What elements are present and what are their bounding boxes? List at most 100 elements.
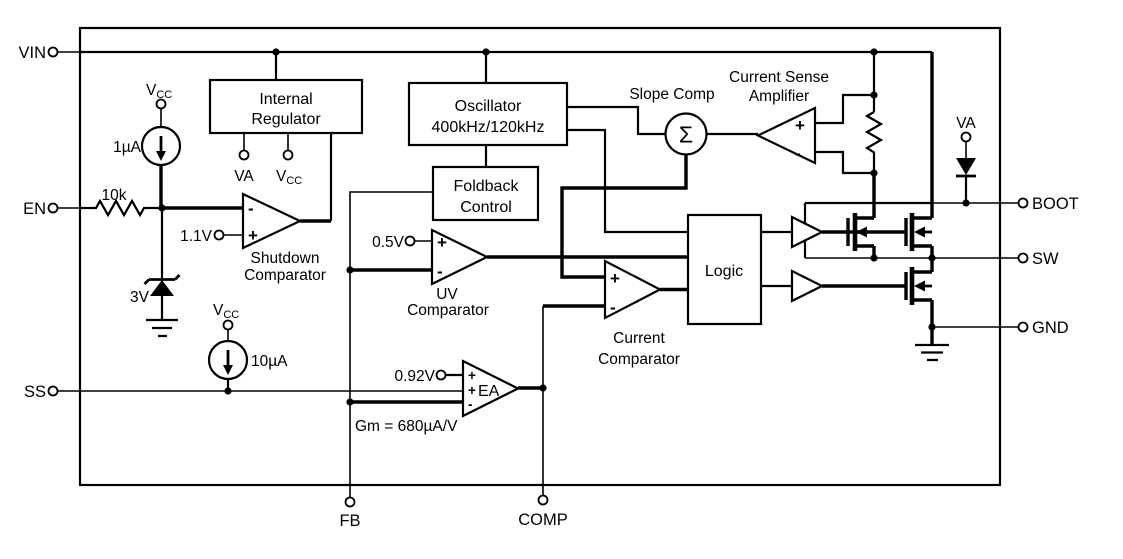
minus-sign: - bbox=[610, 298, 616, 317]
zener-cathode-bar bbox=[143, 274, 181, 285]
sense-amp-triangle bbox=[755, 106, 817, 165]
summer-circle-icon bbox=[664, 112, 708, 156]
high-side-mosfet-2 bbox=[904, 213, 932, 251]
foldback-line2: Control bbox=[460, 199, 512, 216]
ref-terminal-icon bbox=[435, 369, 447, 381]
current-sense-amplifier: + - Current Sense Amplifier bbox=[729, 69, 829, 165]
logic-block: Logic bbox=[686, 213, 763, 326]
junction-dot bbox=[346, 398, 354, 406]
plus-sign: + bbox=[795, 116, 805, 135]
pin-gnd-label: GND bbox=[1032, 319, 1069, 337]
vcc-label: VCC bbox=[276, 168, 302, 187]
boot-diode: VA bbox=[956, 115, 976, 178]
minus-sign: - bbox=[437, 262, 443, 281]
vcc-label: VCC bbox=[213, 302, 239, 321]
ref-terminal-icon bbox=[404, 235, 416, 247]
plus-sign: + bbox=[248, 226, 258, 245]
junction-dot bbox=[482, 48, 490, 56]
junction-dot bbox=[928, 254, 936, 262]
pin-comp: COMP bbox=[518, 494, 568, 529]
junction-dot bbox=[928, 323, 936, 331]
zener-value: 3V bbox=[130, 289, 150, 306]
plus-sign: + bbox=[437, 233, 447, 252]
va-label: VA bbox=[234, 168, 254, 185]
pin-comp-label: COMP bbox=[518, 511, 568, 529]
current-source-circle-icon bbox=[207, 339, 249, 381]
resistor-zigzag bbox=[80, 198, 162, 218]
pin-terminal-icon bbox=[344, 496, 356, 508]
junction-dot bbox=[870, 91, 878, 99]
junction-dot bbox=[346, 266, 354, 274]
internal-regulator-box bbox=[208, 78, 364, 135]
high-side-driver bbox=[790, 215, 825, 249]
slope-comp-label: Slope Comp bbox=[629, 86, 714, 103]
va-terminal-icon bbox=[238, 149, 250, 161]
junction-dot bbox=[870, 254, 878, 262]
pin-terminal-icon bbox=[1017, 197, 1029, 209]
sigma-icon: Σ bbox=[679, 122, 693, 148]
zener-triangle-icon bbox=[150, 280, 174, 296]
zener-3v: 3V bbox=[130, 274, 181, 306]
pin-terminal-icon bbox=[537, 494, 549, 506]
junction-dot bbox=[870, 169, 878, 177]
gm-label: Gm = 680µA/V bbox=[355, 418, 458, 435]
logic-box bbox=[686, 213, 763, 326]
low-side-driver bbox=[790, 269, 825, 303]
vcc-terminal-icon bbox=[222, 319, 234, 331]
uv-label-line1: UV bbox=[436, 286, 458, 303]
pin-fb-label: FB bbox=[339, 512, 360, 530]
pin-sw-label: SW bbox=[1032, 250, 1059, 268]
pin-terminal-icon bbox=[47, 202, 59, 214]
internal-regulator-line2: Regulator bbox=[251, 111, 321, 128]
minus-sign: - bbox=[795, 144, 801, 163]
vcc-terminal-icon bbox=[282, 149, 294, 161]
ground-icon bbox=[146, 318, 178, 338]
pin-boot-label: BOOT bbox=[1032, 195, 1079, 213]
pin-fb: FB bbox=[339, 496, 361, 530]
current-source-arrowhead bbox=[223, 365, 233, 375]
oscillator-line2: 400kHz/120kHz bbox=[432, 119, 545, 136]
shutdown-label-line2: Comparator bbox=[244, 267, 326, 284]
foldback-control-block: Foldback Control bbox=[431, 165, 540, 222]
foldback-line1: Foldback bbox=[454, 178, 520, 195]
shutdown-comparator-triangle bbox=[241, 192, 303, 250]
pin-terminal-icon bbox=[47, 385, 59, 397]
junction-dot bbox=[539, 384, 547, 392]
pin-en-label: EN bbox=[23, 200, 46, 218]
pin-terminal-icon bbox=[47, 46, 59, 58]
ground-symbol-en bbox=[146, 318, 178, 338]
summing-node: Σ Slope Comp bbox=[629, 86, 715, 156]
pin-terminal-icon bbox=[1017, 252, 1029, 264]
plus-sign: + bbox=[468, 368, 476, 383]
junction-dot bbox=[962, 199, 970, 207]
current-comparator-label-line2: Comparator bbox=[598, 351, 680, 368]
internal-regulator-block: Internal Regulator VA VCC bbox=[208, 78, 364, 187]
internal-regulator-line1: Internal bbox=[259, 91, 312, 108]
shutdown-ref-value: 1.1V bbox=[180, 228, 213, 245]
uv-comparator-triangle bbox=[430, 228, 490, 286]
pin-boot: BOOT bbox=[1017, 195, 1079, 213]
pin-vin-label: VIN bbox=[18, 44, 46, 62]
vcc-label: VCC bbox=[146, 82, 172, 101]
shutdown-label-line1: Shutdown bbox=[251, 250, 320, 267]
resistor-10k: 10k bbox=[80, 187, 162, 218]
wire-bundle-thin bbox=[57, 51, 1019, 498]
shutdown-comparator: - + 1.1V Shutdown Comparator bbox=[180, 192, 326, 284]
uv-ref-value: 0.5V bbox=[372, 234, 405, 251]
driver-triangle-icon bbox=[790, 269, 825, 303]
current-comparator: + - Current Comparator bbox=[598, 259, 680, 368]
uv-comparator: + - 0.5V UV Comparator bbox=[372, 228, 490, 319]
diode-triangle-icon bbox=[956, 158, 976, 175]
resistor-10k-value: 10k bbox=[102, 187, 127, 204]
sense-amp-label-line2: Amplifier bbox=[749, 88, 809, 105]
current-source-10ua: VCC 10µA bbox=[207, 302, 288, 381]
junction-dot bbox=[272, 48, 280, 56]
ground-icon bbox=[915, 343, 949, 362]
ground-symbol-power bbox=[915, 343, 949, 362]
error-amplifier: + + - EA 0.92V Gm = 680µA/V bbox=[355, 359, 521, 435]
high-side-mosfet-1 bbox=[846, 213, 874, 251]
minus-sign: - bbox=[468, 397, 473, 412]
mosfet-arrow-icon bbox=[914, 226, 925, 238]
current-source-arrowhead bbox=[156, 151, 166, 161]
